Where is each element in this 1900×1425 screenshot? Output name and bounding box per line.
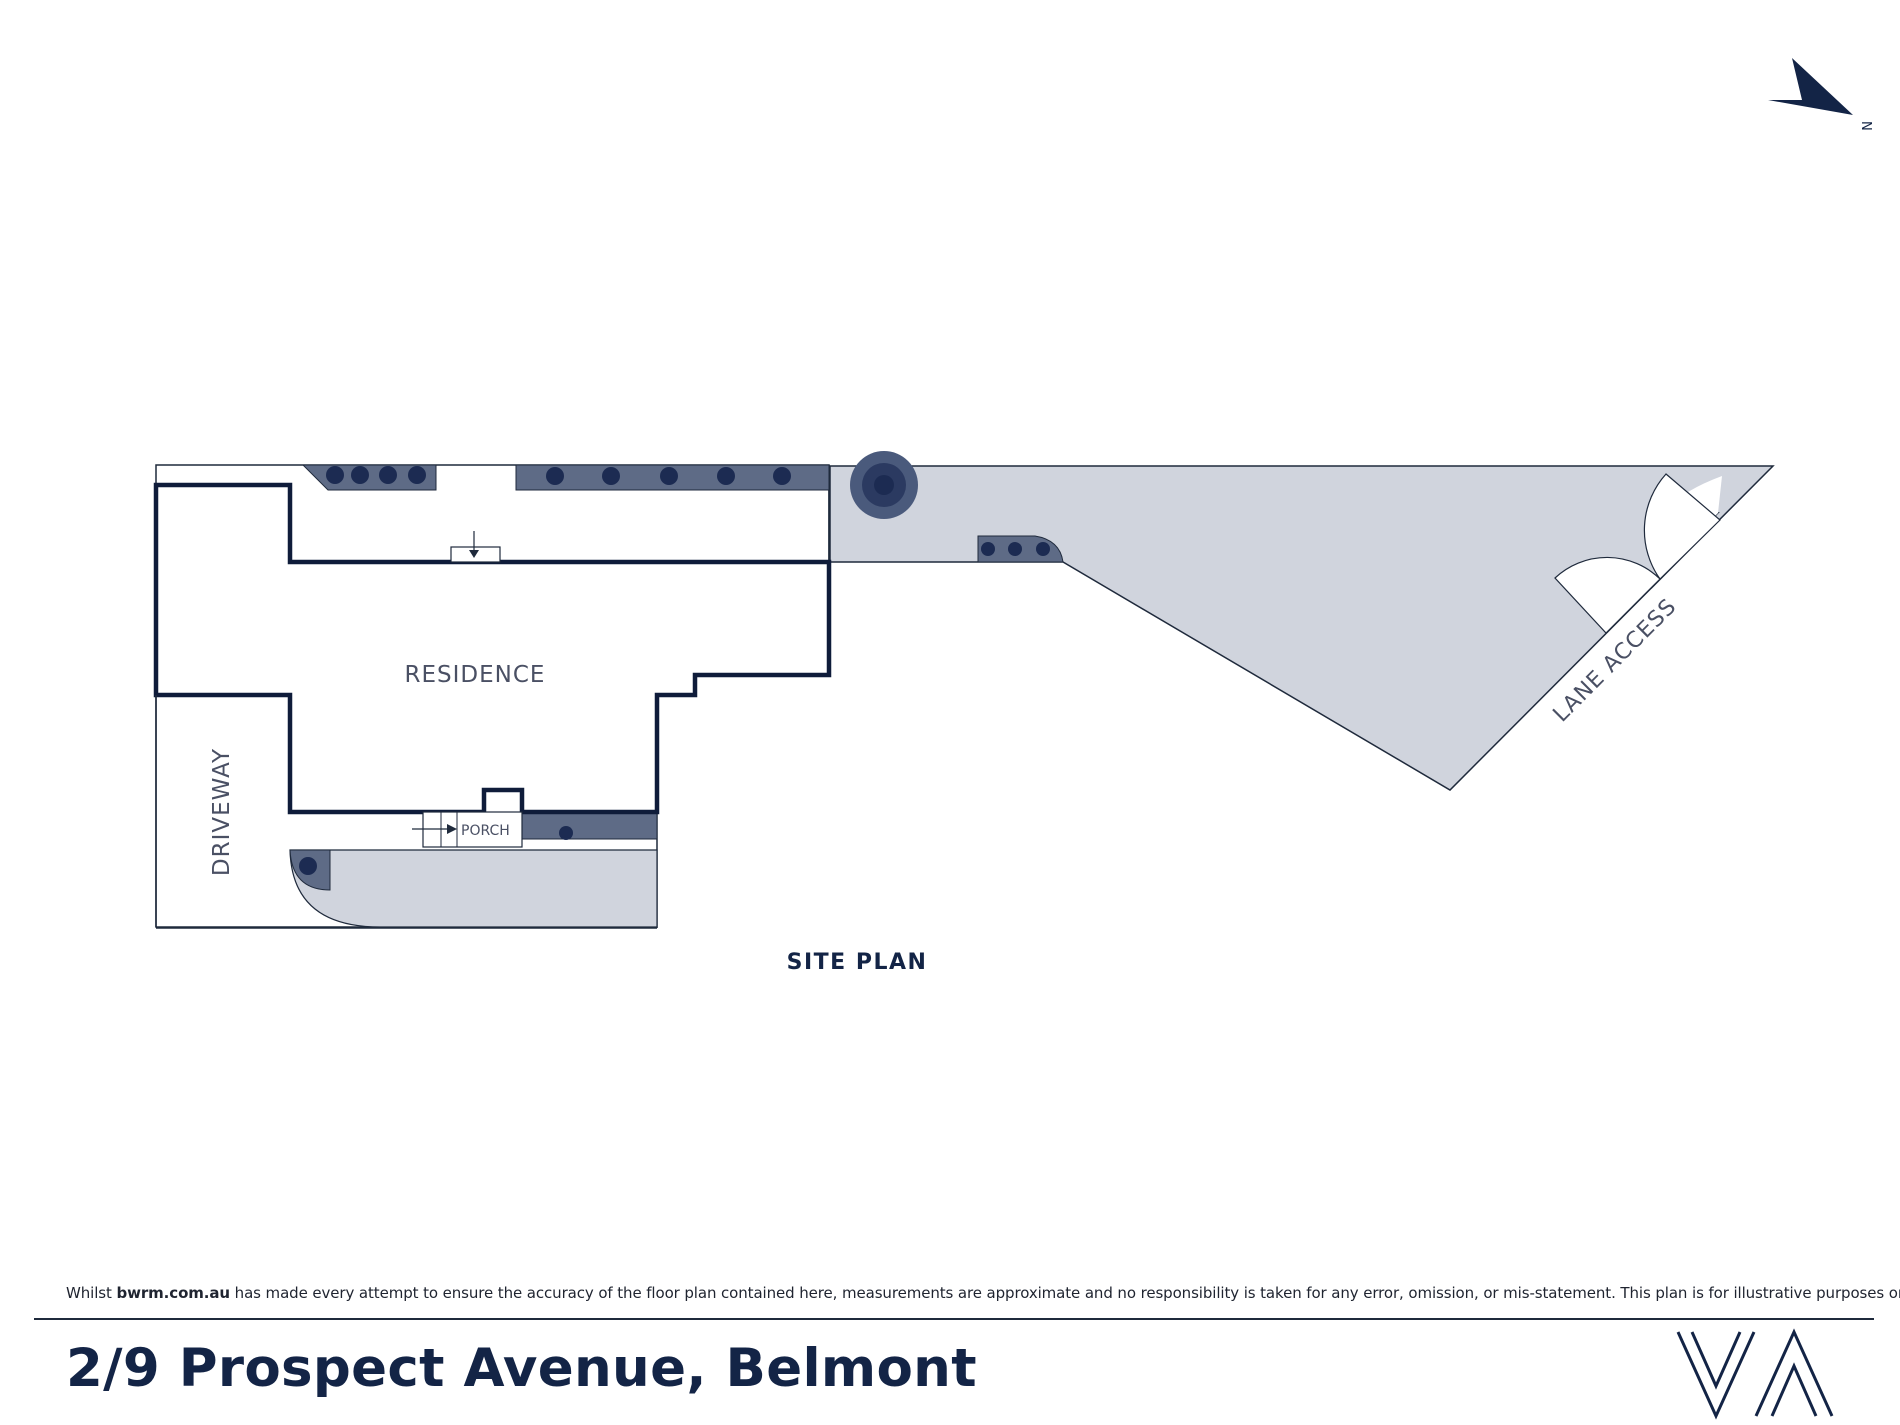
north-label: N [1858,121,1873,131]
planter-bed-porch [521,811,658,840]
shrub-icon [559,826,573,840]
tree-icon [850,451,918,519]
shrub-row-icon [981,542,1050,556]
residence-outline [153,482,832,815]
porch-label: PORCH [461,823,510,839]
rear-yard [829,465,1775,791]
shrub-icon [299,857,317,875]
disclaimer-text: Whilst bwrm.com.au has made every attemp… [66,1284,1900,1302]
front-garden [289,849,658,928]
footer-divider [34,1318,1874,1320]
residence-label: RESIDENCE [405,662,546,688]
disclaimer-suffix: has made every attempt to ensure the acc… [234,1284,1900,1302]
driveway-label: DRIVEWAY [209,748,235,876]
lane-gate-icon [1554,473,1722,634]
site-plan-title: SITE PLAN [787,950,928,975]
porch-arrow-icon [412,824,457,834]
property-address: 2/9 Prospect Avenue, Belmont [66,1338,977,1399]
disclaimer-prefix: Whilst [66,1284,112,1302]
disclaimer-site-link[interactable]: bwrm.com.au [116,1284,230,1302]
va-logo-icon [1676,1328,1834,1420]
north-arrow-icon: N [1768,58,1873,131]
shrub-row-icon [326,466,791,485]
entry-arrow-icon [450,531,501,563]
